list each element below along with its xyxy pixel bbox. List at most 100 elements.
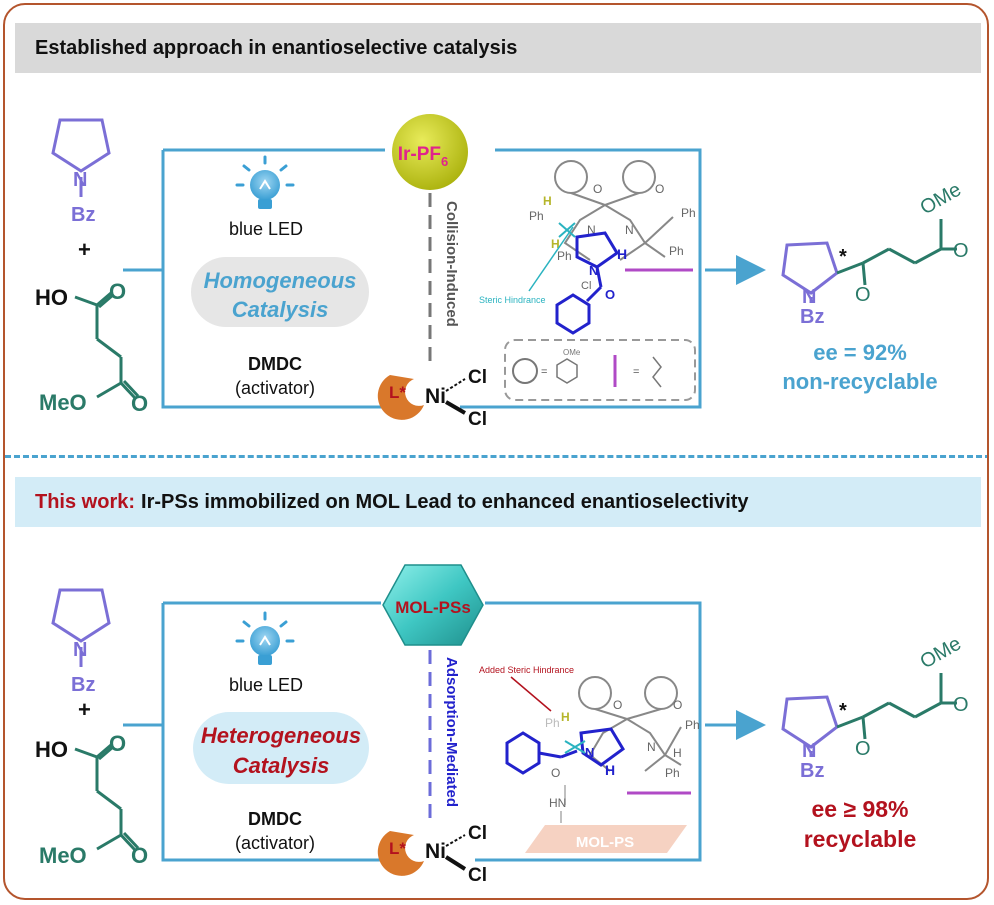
bottom-ligand-shape bbox=[377, 831, 424, 876]
bottom-inset-n2: N bbox=[585, 745, 594, 760]
top-legend-circle bbox=[512, 358, 538, 384]
bottom-inset-h3: H bbox=[605, 762, 615, 778]
top-inset-cl: Cl bbox=[581, 280, 591, 292]
bottom-n-label: N bbox=[73, 639, 87, 661]
bottom-catalysis-line1: Heterogeneous bbox=[201, 723, 361, 748]
bottom-inset-ph2: Ph bbox=[665, 766, 680, 780]
bottom-catalysis-pill bbox=[193, 712, 369, 784]
top-photocat: Ir-PF6 bbox=[398, 144, 449, 169]
bottom-cl2: Cl bbox=[468, 865, 487, 886]
bottom-inset-o1: O bbox=[613, 698, 622, 712]
top-inset-h2: H bbox=[551, 237, 560, 251]
bottom-mechanism: Adsorption-Mediated bbox=[443, 657, 460, 807]
bottom-product-bz: Bz bbox=[800, 760, 824, 782]
top-cl2: Cl bbox=[468, 409, 487, 430]
bottom-acid-o2: O bbox=[131, 843, 148, 868]
top-inset-h3: H bbox=[617, 246, 627, 262]
top-acid-ho: HO bbox=[35, 285, 68, 310]
bottom-ligand: L* bbox=[389, 839, 406, 858]
top-activator: (activator) bbox=[235, 378, 315, 398]
bottom-acid-o1: O bbox=[109, 731, 126, 756]
top-inset-steric: Steric Hindrance bbox=[479, 295, 546, 305]
top-bulb-icon bbox=[235, 155, 295, 209]
top-inset-h1: H bbox=[543, 194, 552, 208]
bottom-bz-label: Bz bbox=[71, 674, 95, 696]
bottom-inset-added-steric: Added Steric Hindrance bbox=[479, 665, 574, 675]
top-dmdc: DMDC bbox=[248, 354, 302, 374]
top-product-ome: OMe bbox=[917, 179, 966, 220]
top-product-n: N bbox=[802, 286, 816, 308]
top-legend-arene bbox=[556, 358, 578, 384]
top-inset-ph1: Ph bbox=[529, 209, 544, 223]
top-acid-meo: MeO bbox=[39, 390, 87, 415]
bottom-product-n: N bbox=[802, 740, 816, 762]
bottom-banner-text: Ir-PSs immobilized on MOL Lead to enhanc… bbox=[141, 490, 749, 513]
top-ni: Ni bbox=[425, 385, 446, 408]
bottom-section: N Bz + HO O MeO O bbox=[35, 564, 969, 886]
top-product-o1: O bbox=[855, 284, 871, 306]
top-inset-n2: N bbox=[625, 223, 634, 237]
bottom-catalysis-line2: Catalysis bbox=[233, 753, 330, 778]
top-inset-ph4: Ph bbox=[557, 249, 572, 263]
bottom-bulb-icon bbox=[235, 611, 295, 665]
top-inset-ph2: Ph bbox=[681, 206, 696, 220]
bottom-reactant-bracket bbox=[123, 601, 702, 862]
bottom-acid-ho: HO bbox=[35, 737, 68, 762]
bottom-inset-o2: O bbox=[673, 698, 682, 712]
bottom-inset-ph3: Ph bbox=[545, 716, 560, 730]
top-mechanism: Collision-Induced bbox=[443, 201, 460, 327]
scheme-frame: Established approach in enantioselective… bbox=[3, 3, 989, 900]
top-inset-n3: N bbox=[589, 263, 598, 278]
bottom-activator: (activator) bbox=[235, 833, 315, 853]
section-divider bbox=[5, 455, 987, 458]
bottom-product-o2: O bbox=[953, 694, 969, 716]
bottom-inset-h2: H bbox=[673, 746, 682, 760]
top-banner-text: Established approach in enantioselective… bbox=[35, 36, 518, 59]
top-product-o2: O bbox=[953, 240, 969, 262]
top-bz-label: Bz bbox=[71, 204, 95, 226]
bottom-banner: This work: Ir-PSs immobilized on MOL Lea… bbox=[15, 477, 981, 527]
top-catalysis-line2: Catalysis bbox=[232, 297, 329, 322]
top-product-star: * bbox=[839, 246, 847, 268]
top-product-chain bbox=[836, 219, 957, 286]
top-ni-cl-bond2 bbox=[444, 400, 467, 415]
top-acid-chain bbox=[74, 291, 140, 400]
top-inset-o1: O bbox=[593, 182, 602, 196]
bottom-banner-highlight: This work: bbox=[35, 490, 136, 513]
bottom-inset-n1: N bbox=[647, 740, 656, 754]
bottom-product-star: * bbox=[839, 700, 847, 722]
top-legend-ome: OMe bbox=[563, 348, 581, 357]
top-result-ee: ee = 92% bbox=[813, 340, 907, 365]
bottom-cl1: Cl bbox=[468, 823, 487, 844]
top-legend-eq2: = bbox=[633, 366, 639, 378]
bottom-acid-chain bbox=[74, 743, 140, 852]
top-acid-o2: O bbox=[131, 391, 148, 416]
top-inset-structure: Ph Ph Ph Ph H H O O N N N O H Cl bbox=[479, 160, 696, 335]
bottom-pyrrolidine bbox=[51, 588, 111, 667]
bottom-product-chain bbox=[836, 673, 957, 740]
bottom-inset-o3: O bbox=[551, 766, 560, 780]
bottom-inset-structure: Added Steric Hindrance Ph Ph Ph H H O bbox=[479, 665, 700, 853]
top-inset-n1: N bbox=[587, 223, 596, 237]
bottom-product-o1: O bbox=[855, 738, 871, 760]
top-banner: Established approach in enantioselective… bbox=[15, 23, 981, 73]
top-ligand-shape bbox=[377, 375, 424, 420]
bottom-product-ome: OMe bbox=[917, 633, 966, 674]
bottom-ni-cl-bond2 bbox=[444, 855, 467, 871]
top-inset-ph3: Ph bbox=[669, 244, 684, 258]
bottom-acid-meo: MeO bbox=[39, 843, 87, 868]
bottom-inset-mol-ps: MOL-PS bbox=[576, 834, 634, 851]
top-ir-ball bbox=[392, 114, 468, 190]
top-reactant-bracket bbox=[123, 148, 702, 409]
top-led-label: blue LED bbox=[229, 219, 303, 239]
bottom-inset-ph1: Ph bbox=[685, 718, 700, 732]
bottom-ni: Ni bbox=[425, 840, 446, 863]
top-legend-eq1: = bbox=[541, 366, 547, 378]
top-result-recycle: non-recyclable bbox=[782, 369, 937, 394]
bottom-inset-h1: H bbox=[561, 710, 570, 724]
bottom-dmdc: DMDC bbox=[248, 809, 302, 829]
top-inset-o2: O bbox=[655, 182, 664, 196]
top-legend-ester bbox=[652, 356, 662, 388]
top-inset-steric-leader bbox=[528, 226, 574, 292]
bottom-ni-cl-bond1 bbox=[445, 834, 466, 847]
